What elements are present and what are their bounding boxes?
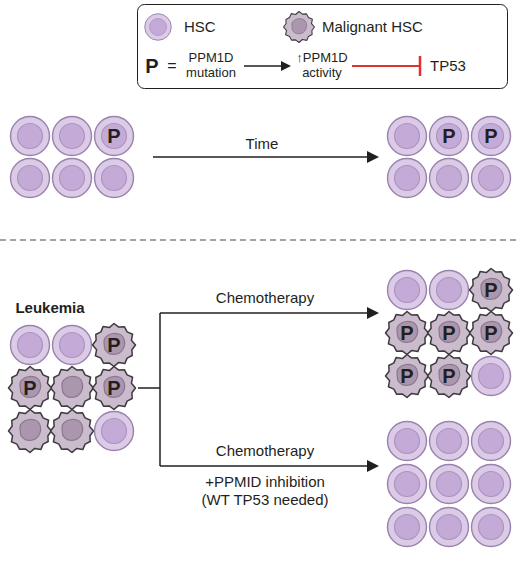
hsc-cell [472, 508, 511, 547]
hsc-cell [95, 159, 134, 198]
mutation-mark: P [424, 111, 474, 161]
legend-frame [138, 5, 508, 89]
time-arrow [153, 156, 370, 158]
hsc-p-cell: P [424, 111, 474, 161]
hsc-cell [11, 117, 50, 156]
combo-arrow [160, 465, 370, 467]
equals-sign: = [167, 57, 176, 75]
hsc-cell [430, 508, 469, 547]
chemo-arrow [160, 312, 370, 314]
mutation-mark: P [466, 308, 516, 358]
time-arrowhead [367, 151, 379, 163]
hsc-cell [388, 422, 427, 461]
hsc-p-cell: P [466, 111, 516, 161]
hsc-cell [11, 159, 50, 198]
malignant-p-cell: P [89, 363, 139, 413]
hsc-cell [430, 271, 469, 310]
mutation-mark: P [466, 265, 516, 315]
mutation-mark: P [382, 308, 432, 358]
hsc-cell [388, 465, 427, 504]
malignant-p-cell: P [5, 363, 55, 413]
malignant-p-cell: P [89, 320, 139, 370]
divider [0, 239, 520, 240]
inhibition-line [352, 65, 420, 67]
hsc-cell [53, 326, 92, 365]
hsc-cell [472, 422, 511, 461]
mutation-mark: P [382, 351, 432, 401]
legend-arrowhead [281, 61, 291, 71]
definition-text: PPM1D mutation [186, 51, 236, 81]
hsc-cell [95, 412, 134, 451]
arrow-label: Time [246, 135, 279, 152]
combo-arrowhead [367, 460, 379, 472]
group-title: Leukemia [15, 299, 84, 316]
mutation-mark: P [89, 320, 139, 370]
hsc-cell [472, 159, 511, 198]
malignant-cell [9, 410, 52, 453]
mutation-mark: P [89, 111, 139, 161]
arrow-label: Chemotherapy [216, 442, 314, 459]
hsc-cell [472, 465, 511, 504]
inhibition-bar [419, 56, 422, 76]
malignant-p-cell: P [466, 308, 516, 358]
mutation-mark: P [424, 308, 474, 358]
legend-hsc-icon [145, 14, 172, 41]
malignant-cell [51, 410, 94, 453]
arrow-label: Chemotherapy [216, 289, 314, 306]
legend-text: HSC [184, 18, 216, 35]
malignant-cell [51, 367, 94, 410]
legend-arrow [244, 65, 283, 67]
legend-text: Malignant HSC [322, 18, 423, 35]
hsc-cell [388, 271, 427, 310]
hsc-cell [388, 117, 427, 156]
chemo-arrowhead [367, 307, 379, 319]
definition-text: ↑PPM1D activity [296, 51, 347, 81]
legend-malignant-icon [284, 12, 315, 43]
hsc-cell [430, 422, 469, 461]
hsc-cell [388, 508, 427, 547]
mutation-mark: P [89, 363, 139, 413]
hsc-p-cell: P [89, 111, 139, 161]
hsc-cell [430, 159, 469, 198]
branch-line [138, 313, 160, 466]
arrow-label: +PPMID inhibition [205, 473, 325, 490]
mutation-mark: P [5, 363, 55, 413]
gene-name: TP53 [430, 57, 466, 74]
hsc-cell [53, 159, 92, 198]
malignant-p-cell: P [424, 351, 474, 401]
hsc-cell [11, 326, 50, 365]
mutation-mark: P [466, 111, 516, 161]
malignant-p-cell: P [382, 308, 432, 358]
hsc-cell [472, 357, 511, 396]
hsc-cell [388, 159, 427, 198]
hsc-cell [430, 465, 469, 504]
malignant-p-cell: P [424, 308, 474, 358]
malignant-p-cell: P [466, 265, 516, 315]
arrow-label: (WT TP53 needed) [201, 491, 328, 508]
mutation-mark: P [424, 351, 474, 401]
hsc-cell [53, 117, 92, 156]
mutation-symbol: P [145, 55, 158, 78]
malignant-p-cell: P [382, 351, 432, 401]
